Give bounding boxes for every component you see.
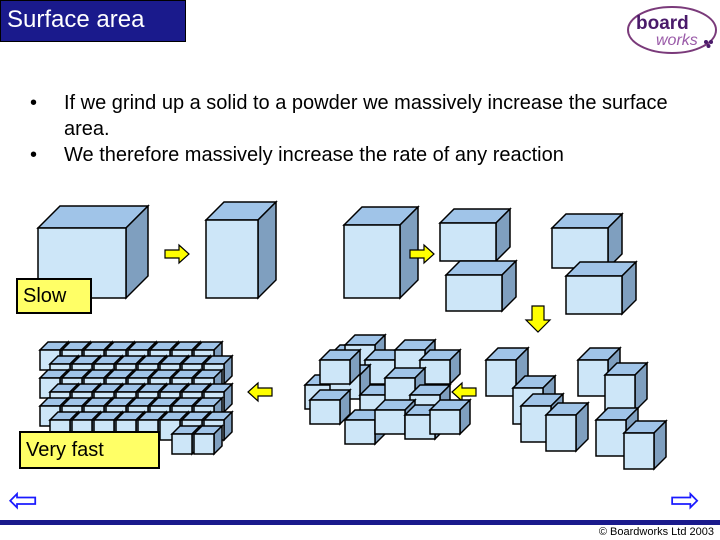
next-arrow-icon[interactable]: ⇨: [670, 479, 701, 520]
bullet-item: • We therefore massively increase the rat…: [30, 142, 690, 168]
page-title: Surface area: [7, 6, 145, 33]
cube: [603, 361, 649, 413]
cube: [550, 212, 624, 270]
title-banner: Surface area: [0, 0, 186, 42]
arrow-right-icon: [164, 243, 190, 265]
bullet-list: • If we grind up a solid to a powder we m…: [30, 90, 690, 168]
logo-word-works: works: [656, 32, 698, 49]
cube: [418, 348, 462, 386]
arrow-down-icon: [524, 305, 552, 333]
previous-arrow-icon[interactable]: ⇦: [8, 479, 39, 520]
bullet-item: • If we grind up a solid to a powder we m…: [30, 90, 690, 142]
arrow-left-icon: [451, 381, 477, 403]
footer-bar: [0, 520, 720, 525]
logo-word-board: board: [636, 13, 689, 34]
bullet-marker: •: [30, 92, 38, 114]
bullet-text: We therefore massively increase the rate…: [64, 144, 564, 166]
cube: [308, 388, 352, 426]
slow-label: Slow: [16, 278, 92, 314]
cube: [544, 401, 590, 453]
arrow-right-icon: [409, 243, 435, 265]
cube: [318, 348, 362, 386]
very-fast-label: Very fast: [19, 431, 160, 469]
bullet-text: If we grind up a solid to a powder we ma…: [64, 92, 668, 140]
cube: [622, 419, 668, 471]
boardworks-logo: board works: [627, 6, 717, 54]
cube: [444, 259, 518, 313]
cube: [342, 205, 420, 300]
cube: [204, 200, 278, 300]
cube: [564, 260, 638, 316]
bullet-marker: •: [30, 144, 38, 166]
cube: [428, 398, 472, 436]
cube: [192, 424, 224, 456]
cube: [438, 207, 512, 263]
arrow-left-icon: [247, 381, 273, 403]
copyright: © Boardworks Ltd 2003: [598, 526, 714, 538]
